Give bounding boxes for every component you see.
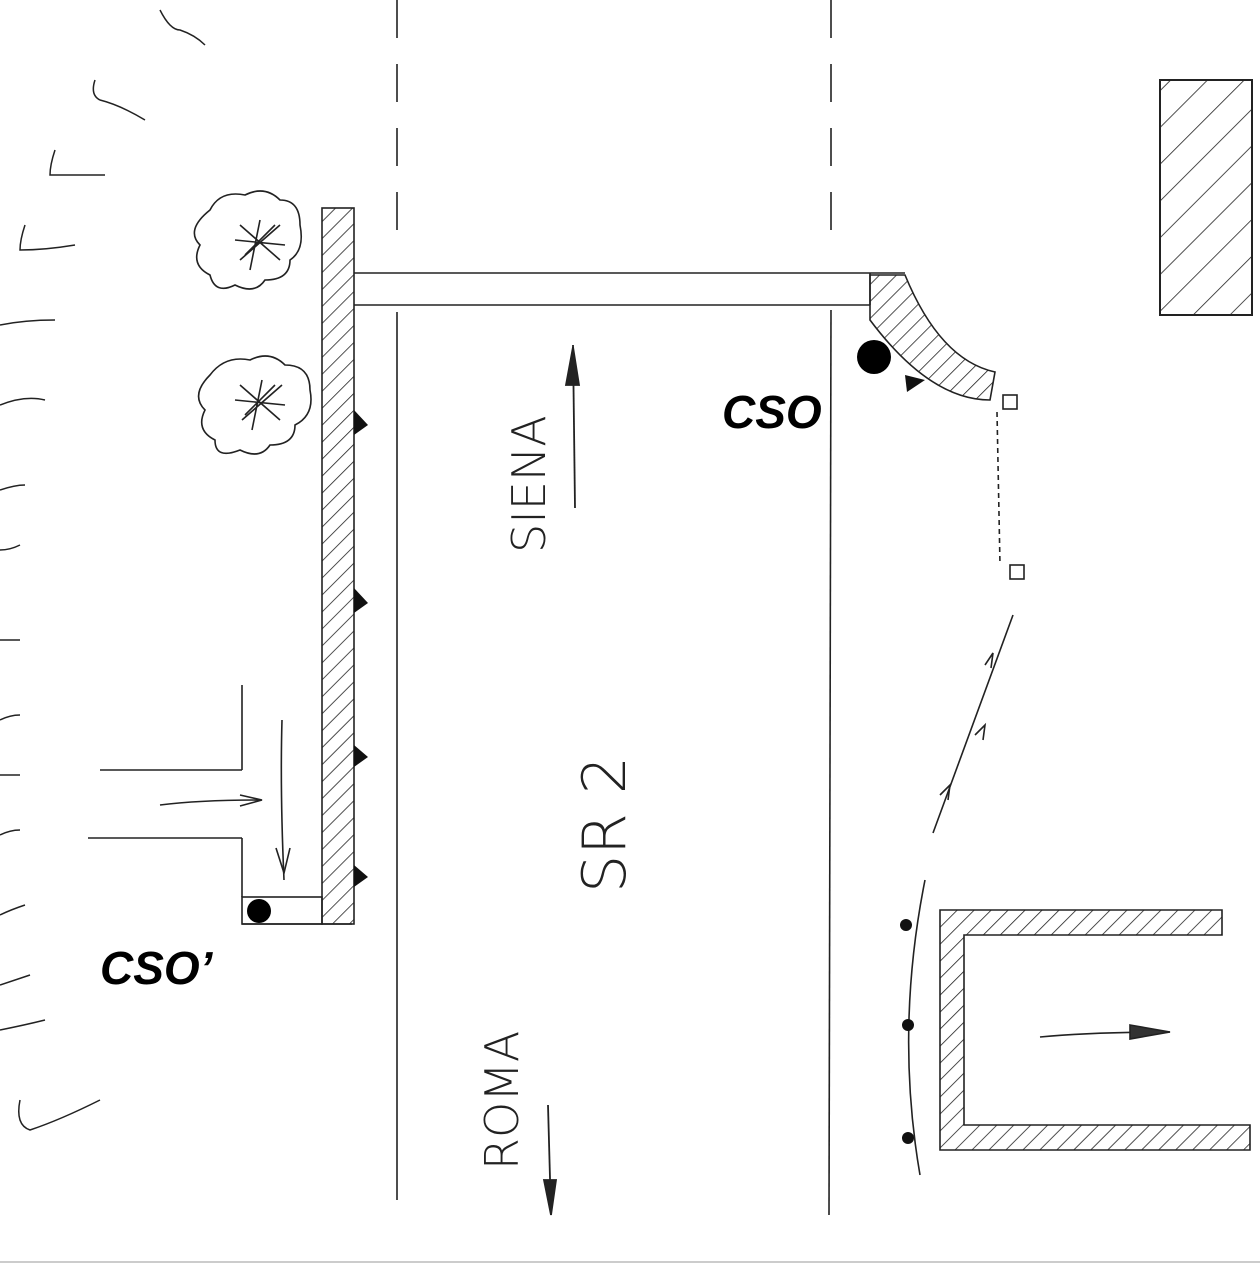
diagonal-path xyxy=(932,614,1014,834)
cso-prime-point xyxy=(247,899,271,923)
posts xyxy=(996,394,1025,580)
building xyxy=(1159,79,1253,316)
tree-1 xyxy=(193,190,303,290)
cso-point xyxy=(857,340,891,374)
siena-arrow xyxy=(564,344,581,509)
crossing-bar xyxy=(354,272,905,306)
grass-marks xyxy=(0,9,206,1131)
siena-label: SIENA xyxy=(502,415,556,553)
side-road xyxy=(88,685,352,925)
entry-arrow-right xyxy=(1039,1024,1171,1040)
corner-curb xyxy=(869,274,996,401)
cso-label: CSO xyxy=(722,386,822,438)
left-sidewalk xyxy=(321,207,355,925)
bollards xyxy=(900,879,926,1176)
roma-arrow xyxy=(542,1104,558,1216)
road-lines xyxy=(396,0,832,1216)
bus-stop xyxy=(939,909,1251,1151)
roma-label: ROMA xyxy=(475,1031,529,1170)
tree-2 xyxy=(197,355,312,455)
cso-prime-label: CSO’ xyxy=(100,942,214,994)
curb-markers xyxy=(354,410,368,887)
road-label: SR 2 xyxy=(570,756,640,893)
